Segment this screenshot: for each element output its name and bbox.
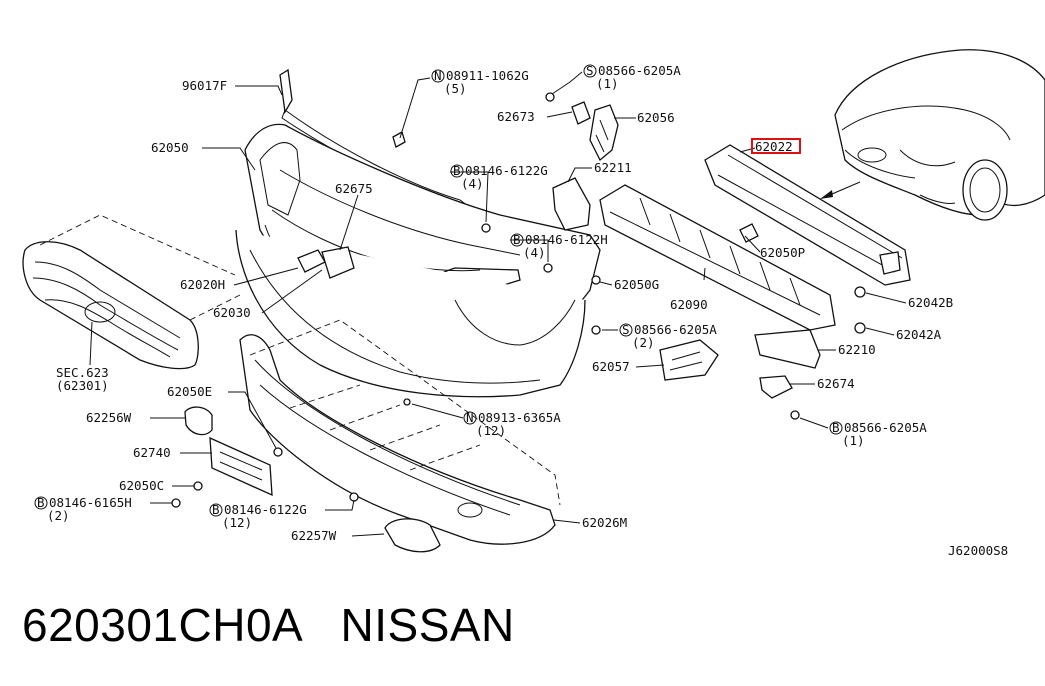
clip-62673	[571, 101, 591, 125]
callout-62256w: 62256W	[86, 410, 132, 425]
bracket-62057	[659, 339, 719, 381]
callout-qty: (2)	[47, 508, 70, 523]
callout-qty: (1)	[842, 433, 865, 448]
callout-qty: (62301)	[56, 378, 109, 393]
spacer-62210	[754, 329, 821, 369]
callout-62674: 62674	[817, 376, 855, 391]
callout-prefix-n: N	[466, 410, 474, 425]
callout-62022: 62022	[755, 139, 793, 154]
callout-prefix-b: B	[513, 232, 521, 247]
callout-62026m: 62026M	[582, 515, 627, 530]
lower-fascia-62026m	[239, 334, 556, 545]
callout-08146-6122g-top: 08146-6122G	[465, 163, 548, 178]
callout-08566-6205a-top: 08566-6205A	[598, 63, 681, 78]
callout-qty: (5)	[444, 81, 467, 96]
highlight-box	[751, 138, 801, 154]
callout-08913-6365a: 08913-6365A	[478, 410, 561, 425]
callout-62050p: 62050P	[760, 245, 805, 260]
callout-qty: (12)	[222, 515, 252, 530]
part-number: 620301CH0A	[22, 599, 301, 651]
bracket-62020h	[297, 246, 355, 279]
callout-96017f: 96017F	[182, 78, 227, 93]
callout-qty: (12)	[476, 423, 506, 438]
brand-name: NISSAN	[340, 599, 515, 651]
callout-62020h: 62020H	[180, 277, 225, 292]
callout-62740: 62740	[133, 445, 171, 460]
callout-qty: (4)	[523, 245, 546, 260]
spacer-62211	[552, 177, 591, 231]
callout-62042a: 62042A	[896, 327, 942, 342]
callout-prefix-b: B	[212, 502, 220, 517]
callout-08146-6122h: 08146-6122H	[525, 232, 608, 247]
callout-62042b: 62042B	[908, 295, 953, 310]
callout-prefix-b: B	[832, 420, 840, 435]
callout-62056: 62056	[637, 110, 675, 125]
part-caption: 620301CH0A NISSAN	[22, 598, 515, 652]
callout-prefix-s: S	[622, 322, 630, 337]
energy-absorber-62090	[599, 184, 836, 331]
callout-prefix-s: S	[586, 63, 594, 78]
callout-08566-6205a-low: 08566-6205A	[844, 420, 927, 435]
license-bracket-62740	[209, 436, 273, 497]
fog-cover-62257w	[384, 518, 441, 553]
callout-08146-6165h: 08146-6165H	[49, 495, 132, 510]
car-front-illustration	[820, 49, 1045, 221]
callout-62050c: 62050C	[119, 478, 164, 493]
bracket-62056	[589, 104, 619, 162]
reinforcement-62022	[704, 144, 911, 286]
callout-labels: 96017F N 08911-1062G (5) S 08566-6205A (…	[34, 63, 1008, 558]
bracket-62674	[759, 375, 793, 399]
callout-prefix-n: N	[434, 68, 442, 83]
callout-sec623: SEC.623	[56, 365, 109, 380]
diagram-code: J62000S8	[948, 543, 1008, 558]
callout-62257w: 62257W	[291, 528, 337, 543]
callout-62090: 62090	[670, 297, 708, 312]
callout-62673: 62673	[497, 109, 535, 124]
parts-diagram: 96017F N 08911-1062G (5) S 08566-6205A (…	[22, 49, 1045, 558]
callout-62030: 62030	[213, 305, 251, 320]
callout-08146-6122g-low: 08146-6122G	[224, 502, 307, 517]
callout-qty: (1)	[596, 76, 619, 91]
callout-62057: 62057	[592, 359, 630, 374]
callout-08911-1062g: 08911-1062G	[446, 68, 529, 83]
callout-62050: 62050	[151, 140, 189, 155]
callout-62675: 62675	[335, 181, 373, 196]
callout-prefix-b: B	[37, 495, 45, 510]
callout-62210: 62210	[838, 342, 876, 357]
fog-cover-62256w	[184, 406, 213, 436]
clip-08911	[392, 131, 406, 148]
front-fascia-62050	[235, 123, 601, 398]
fasteners	[171, 92, 866, 508]
callout-62211: 62211	[594, 160, 632, 175]
grille-sec623	[22, 241, 199, 370]
callout-prefix-b: B	[453, 163, 461, 178]
callout-62050e: 62050E	[167, 384, 212, 399]
callout-08566-6205a-mid: 08566-6205A	[634, 322, 717, 337]
callout-qty: (2)	[632, 335, 655, 350]
callout-qty: (4)	[461, 176, 484, 191]
callout-62050g: 62050G	[614, 277, 659, 292]
